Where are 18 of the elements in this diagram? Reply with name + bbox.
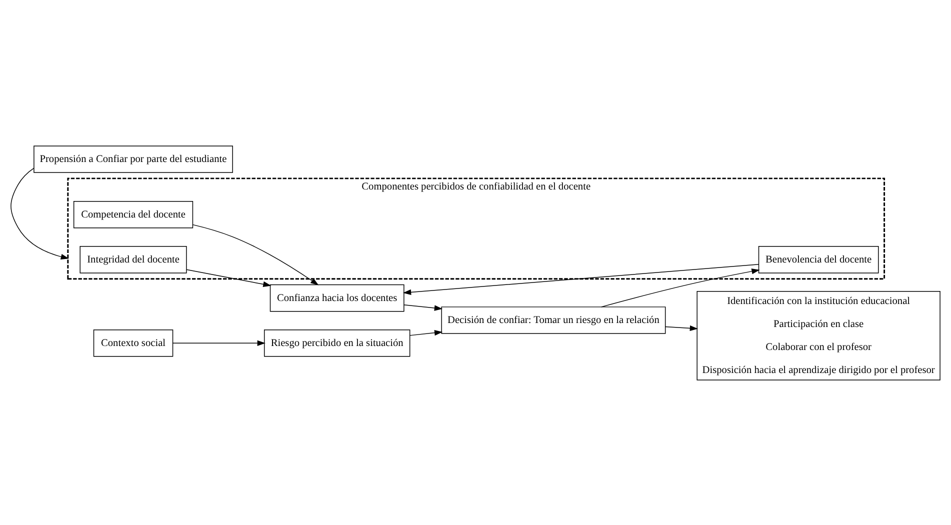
arrow [600,268,760,307]
node-box: Integridad del docente [80,246,187,273]
arrow [402,264,760,295]
arrow [186,268,272,287]
node-box: Decisión de confiar: Tomar un riesgo en la relación [441,306,666,334]
node-box: Propensión a Confiar por parte del estudiante [34,145,233,172]
node-box: Competencia del docente [73,200,194,228]
node-box: Benevolencia del docente [758,246,879,273]
node-box: Identificación con la institución educacional Participación en clase Colaborar con el profesor Disposición hacia el aprendizaje dirigido por el profesor [696,290,940,380]
arrow [10,167,70,259]
arrow [172,340,266,346]
node-box: Confianza hacia los docentes [270,284,404,312]
node-box: Contexto social [93,328,174,356]
arrow [404,304,443,310]
node-box: Riesgo percibido en la situación [264,328,410,356]
arrow [410,329,443,336]
arrow [665,324,698,331]
arrow [192,224,319,285]
